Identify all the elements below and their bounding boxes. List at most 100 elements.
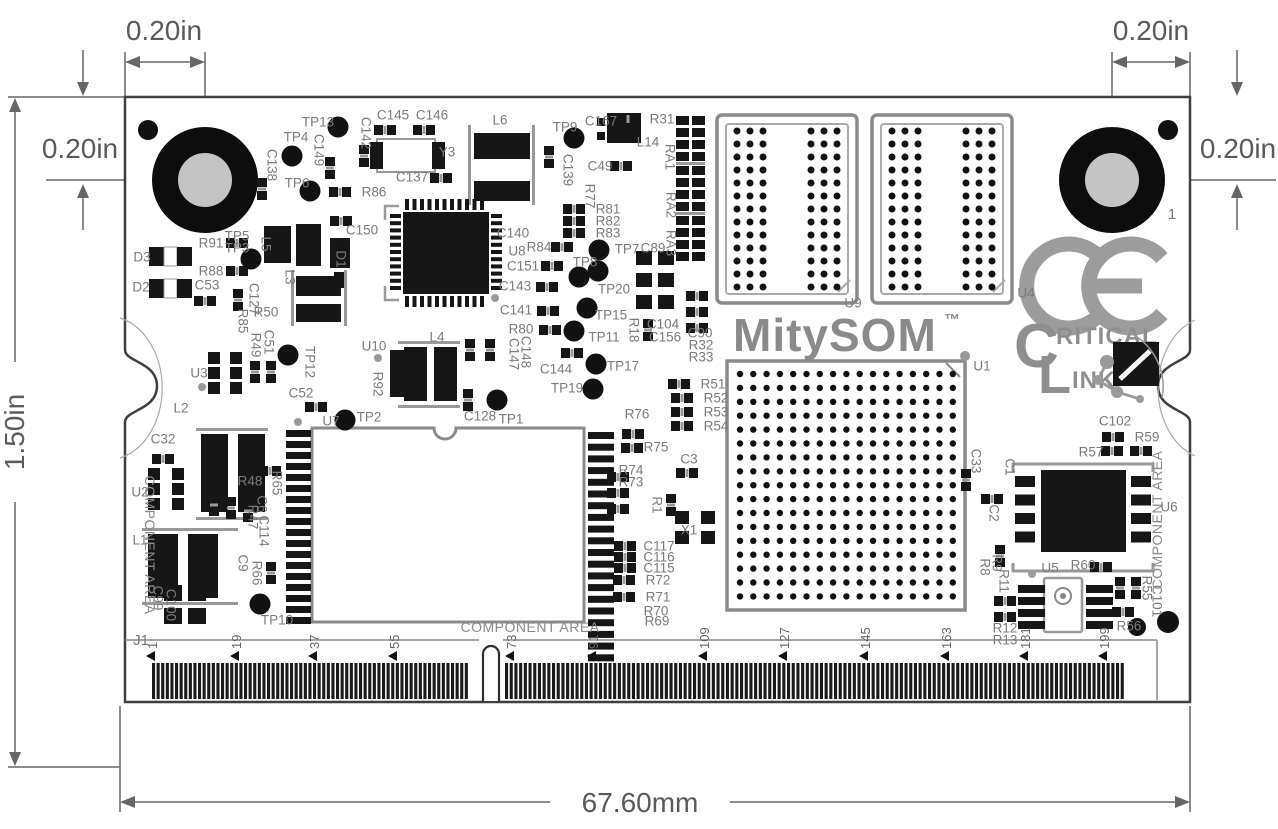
header-pad bbox=[286, 485, 311, 492]
bga-ball bbox=[869, 468, 877, 475]
passive-pad bbox=[681, 379, 690, 389]
passive-pad bbox=[266, 374, 276, 383]
bga-ball bbox=[936, 454, 943, 461]
edge-finger bbox=[937, 663, 941, 699]
bga-ball bbox=[790, 370, 797, 378]
passive-pad bbox=[1115, 590, 1125, 599]
bga-ball bbox=[909, 370, 917, 378]
passive-pad bbox=[251, 370, 259, 374]
bga-ball bbox=[988, 231, 996, 239]
bga-ball bbox=[820, 218, 828, 226]
header-pad bbox=[286, 617, 311, 624]
passive-pad bbox=[695, 324, 699, 332]
ic-pad bbox=[1086, 585, 1113, 593]
edge-finger bbox=[262, 663, 266, 699]
component-label: C151 bbox=[507, 259, 539, 274]
bga-ball bbox=[914, 283, 922, 291]
bga-ball bbox=[883, 565, 890, 572]
bga-ball bbox=[888, 218, 896, 226]
component-label: TP15 bbox=[595, 308, 627, 323]
critical-link-logo: C RITICAL L INK bbox=[1014, 312, 1164, 405]
edge-finger bbox=[1003, 663, 1007, 699]
passive-pad bbox=[268, 467, 272, 475]
passive-pad bbox=[485, 339, 495, 348]
passive-pad bbox=[576, 204, 585, 214]
edge-finger bbox=[655, 663, 659, 699]
bga-ball bbox=[803, 426, 810, 433]
component-label: R18 bbox=[626, 318, 641, 343]
bga-ball bbox=[883, 454, 890, 461]
bga-ball bbox=[914, 244, 922, 252]
passive-pad bbox=[1132, 586, 1140, 590]
bga-ball bbox=[763, 412, 770, 419]
component-label: C49 bbox=[588, 159, 613, 174]
bga-ball bbox=[936, 509, 943, 517]
bga-ball bbox=[901, 205, 909, 213]
bga-ball bbox=[975, 205, 983, 213]
header-pad bbox=[588, 525, 614, 533]
trademark-symbol: ™ bbox=[944, 312, 960, 329]
bga-ball bbox=[790, 384, 797, 392]
bga-ball bbox=[790, 523, 797, 531]
ic-pad bbox=[172, 498, 184, 510]
bga-ball bbox=[833, 179, 841, 187]
bga-ball bbox=[883, 440, 890, 447]
passive-pad bbox=[539, 325, 548, 335]
qfp-pin bbox=[457, 296, 462, 307]
ic-pad bbox=[1018, 597, 1045, 605]
passive-pad bbox=[266, 562, 276, 571]
passive-pad bbox=[1111, 433, 1115, 441]
edge-finger bbox=[801, 663, 805, 699]
edge-finger bbox=[1022, 663, 1026, 699]
passive-pad bbox=[676, 468, 685, 478]
qfp-pin bbox=[472, 296, 477, 307]
bga-ball bbox=[909, 426, 917, 433]
bga-ball bbox=[936, 537, 943, 544]
component-label: L1 bbox=[132, 533, 147, 548]
passive-pad bbox=[426, 125, 435, 135]
edge-finger bbox=[322, 663, 326, 699]
edge-finger bbox=[542, 663, 546, 699]
bga-ball bbox=[736, 440, 744, 447]
edge-finger bbox=[1054, 663, 1058, 699]
passive-pad bbox=[1112, 607, 1121, 617]
component-label: R50 bbox=[254, 305, 279, 320]
bga-ball bbox=[776, 495, 784, 503]
bga-ball bbox=[843, 468, 850, 475]
component-label: C6 bbox=[254, 495, 269, 512]
passive-pad bbox=[685, 469, 689, 477]
bga-ball bbox=[776, 426, 784, 433]
bga-ball bbox=[843, 482, 850, 489]
bga-ball bbox=[888, 270, 896, 278]
pin-number: 19 bbox=[229, 635, 244, 649]
passive-pad bbox=[627, 563, 636, 573]
ic-pad bbox=[148, 468, 160, 480]
bga-ball bbox=[923, 495, 930, 503]
bga-ball bbox=[936, 384, 943, 392]
bga-ball bbox=[869, 523, 877, 531]
bga-ball bbox=[759, 244, 767, 252]
bga-ball bbox=[763, 593, 770, 600]
component-label: C128 bbox=[464, 409, 496, 424]
testpoint-dot bbox=[249, 593, 271, 615]
bga-ball bbox=[975, 270, 983, 278]
bga-ball bbox=[816, 593, 823, 600]
passive-pad bbox=[994, 596, 1003, 606]
edge-finger bbox=[349, 663, 353, 699]
edge-finger bbox=[230, 663, 234, 699]
ic-pad bbox=[172, 468, 184, 480]
bga-ball bbox=[949, 426, 956, 433]
ic-pad bbox=[1131, 476, 1151, 487]
edge-finger bbox=[441, 663, 445, 699]
bga-ball bbox=[816, 426, 823, 433]
edge-finger bbox=[688, 663, 692, 699]
passive-pad bbox=[671, 407, 680, 417]
edge-finger bbox=[1083, 663, 1087, 699]
component-label: R31 bbox=[650, 112, 675, 127]
edge-finger bbox=[386, 663, 390, 699]
edge-finger bbox=[683, 663, 687, 699]
passive-pad bbox=[630, 114, 639, 124]
ic-pad bbox=[1015, 531, 1035, 543]
passive-pad bbox=[257, 178, 267, 187]
ic-pad bbox=[230, 367, 242, 379]
